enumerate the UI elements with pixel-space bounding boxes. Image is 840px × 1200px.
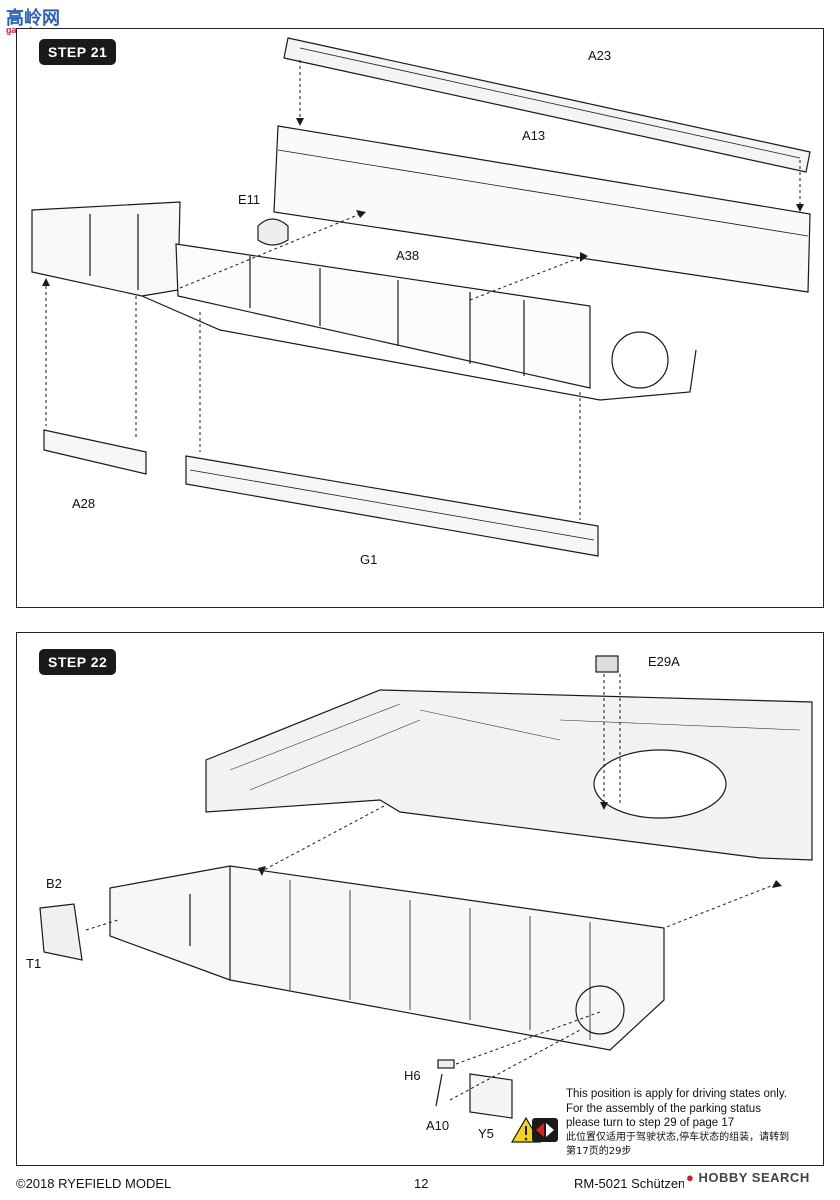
footer-page-number: 12: [414, 1176, 429, 1191]
note-line-2: For the assembly of the parking status: [566, 1102, 761, 1115]
label-b2: B2: [46, 876, 62, 891]
a23-part: [299, 47, 801, 159]
direction-arrows-icon: [532, 1118, 558, 1142]
footer-product: RM-5021 Schützenpanzer Puma: [574, 1176, 684, 1191]
note-line-1: This position is apply for driving state…: [566, 1088, 787, 1100]
label-a28: A28: [72, 496, 96, 511]
hobbysearch-logo-text: HOBBY SEARCH: [698, 1170, 810, 1185]
label-e11: E11: [238, 192, 261, 207]
step-22-badge: STEP 22: [39, 649, 117, 675]
site-watermark-logo: 高岭网: [6, 8, 60, 29]
label-a10: A10: [426, 1118, 450, 1133]
label-a38: A38: [396, 248, 420, 263]
label-g1: G1: [360, 552, 378, 567]
step-21-badge: STEP 21: [39, 39, 117, 65]
note-zh-line-1: 此位置仅适用于驾驶状态,停车状态的组装，请转到: [566, 1131, 790, 1143]
footer-copyright: ©2018 RYEFIELD MODEL: [16, 1176, 172, 1191]
label-a23: A23: [588, 48, 612, 63]
hobbysearch-logo: ● HOBBY SEARCH: [686, 1170, 810, 1185]
label-y5: Y5: [478, 1126, 494, 1141]
note-line-3: please turn to step 29 of page 17: [566, 1117, 735, 1129]
label-h6: H6: [404, 1068, 421, 1083]
label-t1: T1: [26, 956, 42, 971]
label-a13: A13: [522, 128, 546, 143]
driving-state-note: This position is apply for driving state…: [566, 1087, 826, 1159]
label-e29a: E29A: [648, 654, 680, 669]
note-zh-line-2: 第17页的29步: [566, 1145, 632, 1157]
